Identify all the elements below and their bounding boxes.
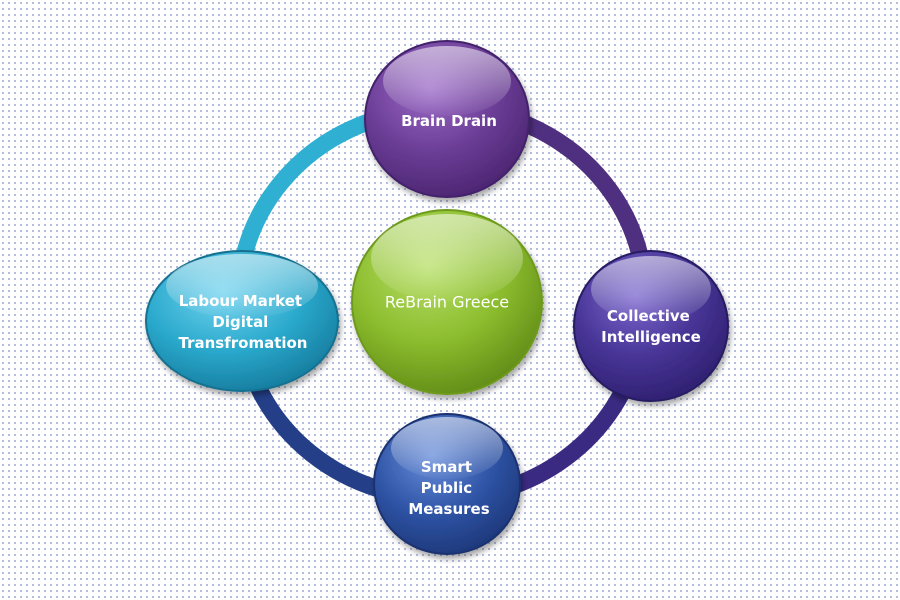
node-brain-drain xyxy=(364,40,530,198)
node-brain-drain-label: Brain Drain xyxy=(401,112,497,130)
node-collective-intelligence xyxy=(573,250,729,402)
node-smart-public-measures-label: Smart Public Measures xyxy=(408,458,489,518)
node-labour-market-digital-transformation-label: Labour Market Digital Transfromation xyxy=(179,292,308,352)
center-node xyxy=(351,209,543,395)
node-smart-public-measures xyxy=(373,413,521,555)
node-labour-market-digital-transformation xyxy=(145,250,339,392)
node-collective-intelligence-label: Collective Intelligence xyxy=(601,307,701,346)
center-node-label: ReBrain Greece xyxy=(385,293,509,312)
